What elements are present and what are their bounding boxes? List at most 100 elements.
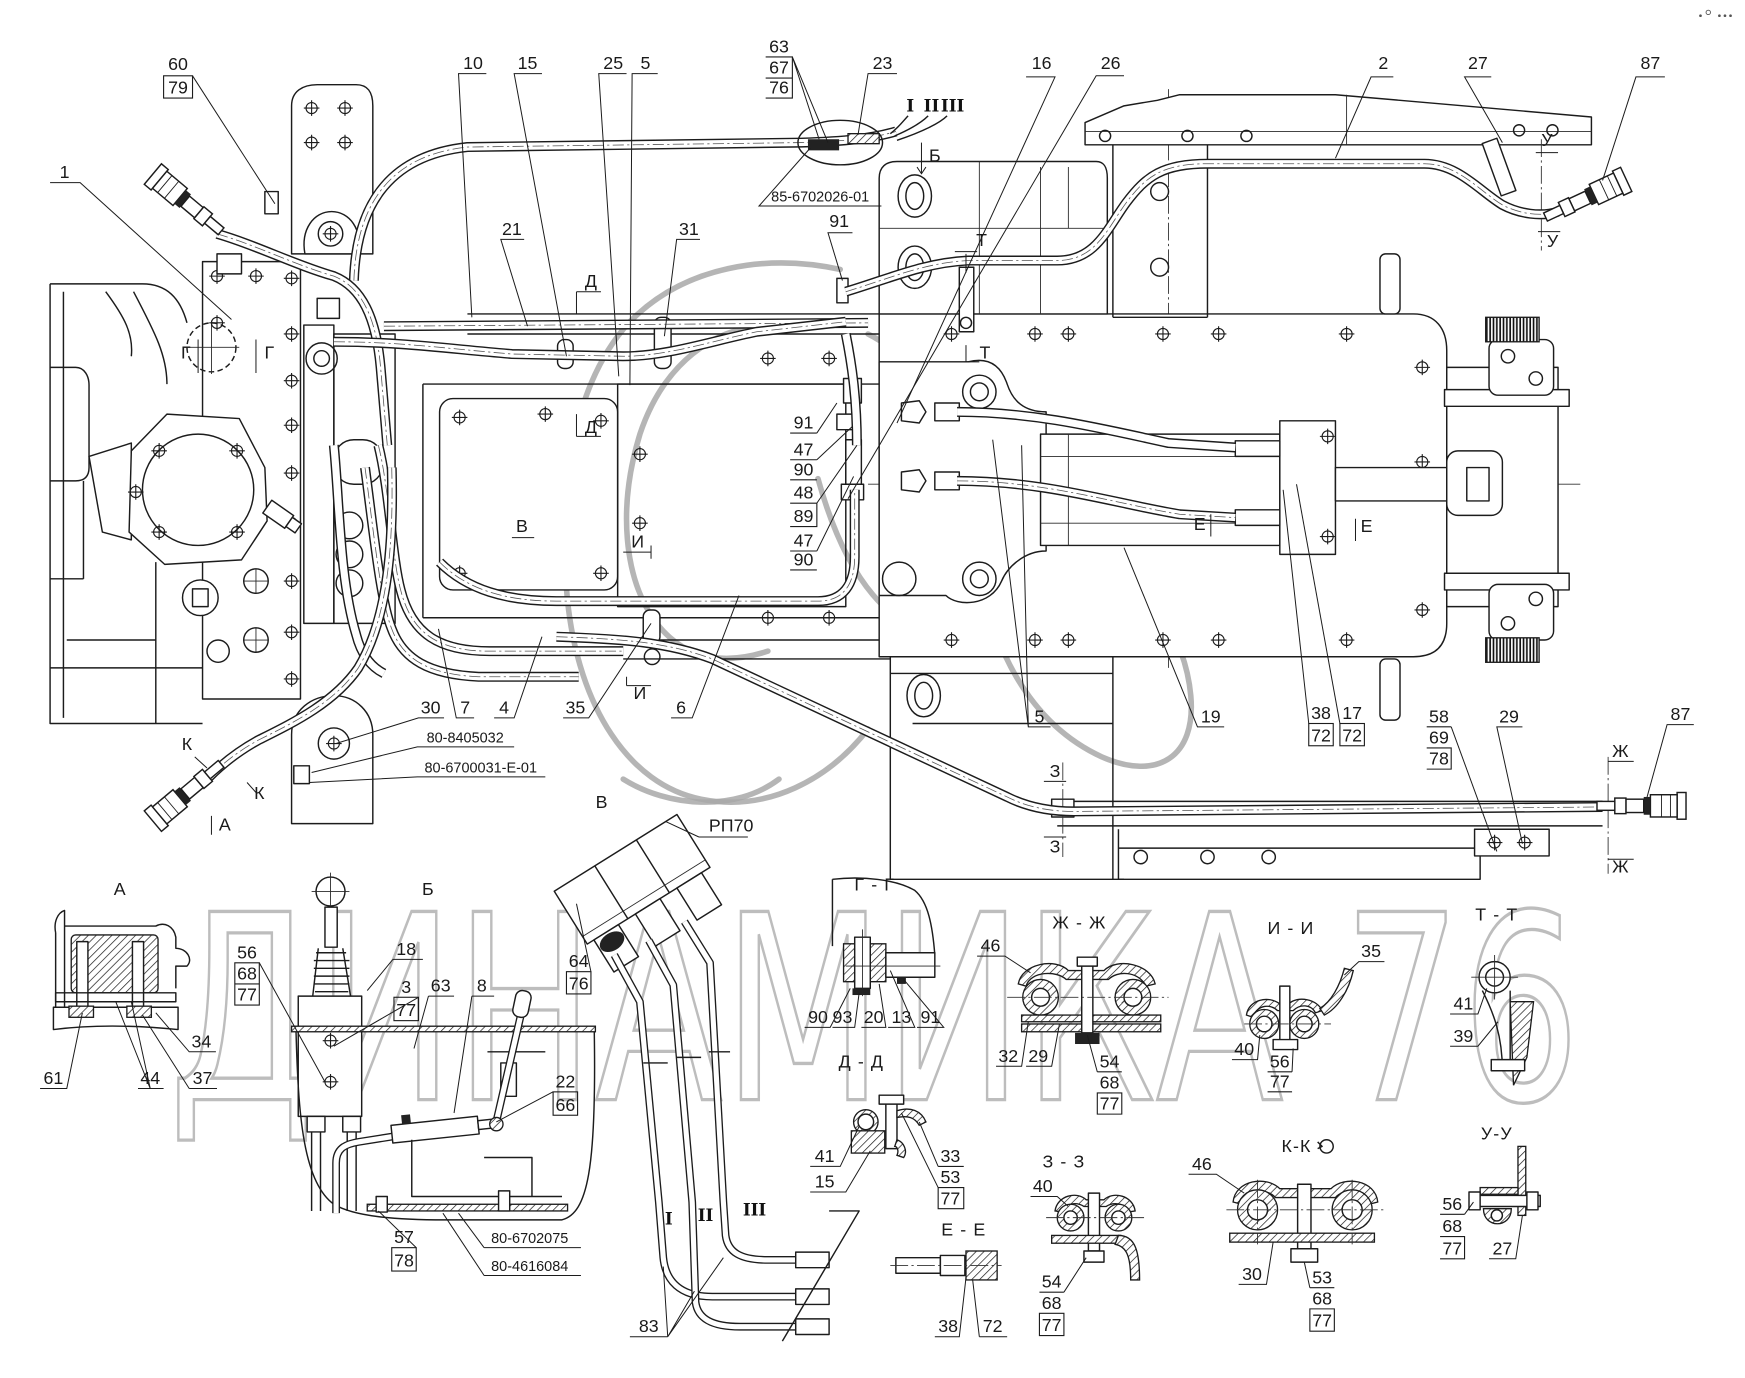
section-mark: У	[1547, 231, 1559, 251]
leader-lines	[1231, 961, 1385, 1072]
section-mark: Г	[264, 342, 274, 362]
callout-number: 25	[603, 53, 623, 73]
line-marker: III	[941, 95, 965, 115]
artifact-dot	[1718, 14, 1721, 18]
callout-5-bottom: 5	[992, 439, 1051, 728]
pump-body	[303, 324, 335, 625]
callout-frame	[1440, 1213, 1466, 1260]
rail-hole	[1546, 124, 1559, 137]
hand-lever-inner	[492, 1014, 524, 1127]
callout-number: 8	[477, 976, 487, 996]
artifact-dot	[1723, 14, 1727, 18]
leader-line	[827, 232, 853, 281]
oil-plug	[181, 579, 219, 617]
frame-lines	[889, 656, 1125, 881]
callout-number: 68	[237, 963, 257, 983]
section-mark: Б	[929, 145, 941, 165]
section-i-i: И - И 35 40 56 77	[1231, 918, 1385, 1093]
leader-line	[309, 776, 546, 783]
callout-number: 40	[1033, 1176, 1053, 1196]
callout-number: 30	[421, 697, 441, 717]
callout-10: 10	[457, 53, 487, 318]
rail-hole	[1512, 124, 1526, 137]
d-ring-inner	[914, 681, 934, 710]
main-view	[49, 83, 1687, 881]
callout-number: 58	[1429, 706, 1449, 726]
callout-number: 16	[1032, 53, 1052, 73]
part-designation: 80-6702075	[491, 1231, 568, 1247]
callout-number: 76	[569, 973, 589, 993]
plate-hole	[1149, 181, 1170, 202]
control-cylinder-8	[390, 1114, 502, 1144]
callout-number: 20	[864, 1007, 884, 1027]
rotated-view-icon	[1317, 1138, 1334, 1154]
rubber-boot	[312, 948, 352, 997]
section-e-e: Е - Е 38 72	[890, 1219, 1008, 1338]
pump-nut	[305, 342, 338, 375]
callout-number: 78	[1429, 749, 1449, 769]
valve-section-lines	[594, 839, 671, 920]
pipe-bracket-27	[1481, 137, 1517, 197]
callout-frame	[937, 1165, 965, 1210]
callout-85-6702026-01: 85-6702026-01	[757, 147, 882, 207]
callout-number: 77	[1270, 1071, 1290, 1091]
callout-number: 72	[1311, 725, 1331, 745]
callout-4: 4	[494, 636, 543, 719]
callout-number: 77	[1442, 1238, 1462, 1258]
pipe-clamp-t	[958, 266, 975, 333]
hex-nut	[242, 627, 269, 653]
base-plate	[1051, 1234, 1122, 1244]
callout-5-top: 5	[629, 53, 658, 386]
callout-number: 91	[920, 1007, 940, 1027]
watermark-text: ДИНАМИКА 76	[169, 860, 1580, 1161]
callout-number: 72	[983, 1316, 1003, 1336]
line-marker: I	[906, 95, 914, 115]
pin	[489, 1116, 504, 1132]
callout-number: 37	[193, 1068, 213, 1088]
bolt-head	[1076, 956, 1099, 967]
leader-line	[1496, 726, 1523, 844]
leader-line	[437, 628, 475, 719]
cab-floor	[290, 1025, 597, 1033]
callout-number: 87	[1641, 53, 1661, 73]
spool-end	[676, 871, 723, 921]
callout-frame	[1339, 722, 1365, 747]
base-plate	[1229, 1232, 1376, 1243]
callout-number: 77	[396, 1000, 416, 1020]
callout-number: 2	[1378, 53, 1388, 73]
callout-number: 18	[396, 939, 416, 959]
callout-60-79: 60 79	[163, 54, 276, 205]
pipe-bore	[857, 1113, 875, 1131]
pipe-fitting	[342, 1115, 362, 1133]
flange-fitting	[262, 499, 303, 534]
view-v: В РП70 64 76 83 I II III	[553, 792, 860, 1342]
view-title: Г - Г	[854, 874, 895, 894]
link-pivot	[961, 561, 997, 597]
callout-number: 48	[794, 483, 814, 503]
callout-number: 68	[1100, 1073, 1120, 1093]
pipe-breaks	[643, 1051, 731, 1064]
nut	[1075, 1032, 1100, 1045]
leader-lines	[810, 1112, 939, 1193]
section-mark: Г	[181, 342, 191, 362]
rail-hole	[1098, 129, 1112, 143]
callout-number: 77	[1312, 1311, 1332, 1331]
housing-outline	[49, 283, 203, 725]
callout-2: 2	[1335, 53, 1394, 159]
line-marker: II	[924, 95, 940, 115]
callout-number: 83	[639, 1316, 659, 1336]
bolt	[1279, 985, 1291, 1045]
callout-number: 40	[1234, 1039, 1254, 1059]
callout-stack-91-47-90-48-89-47-90: 91 47 90 48 89 47 90	[790, 402, 858, 571]
callout-number: 93	[833, 1007, 853, 1027]
section-k-k: К-К 46 30 53 68 77	[1188, 1136, 1385, 1332]
clevis	[1446, 450, 1504, 517]
callout-number: 32	[998, 1046, 1018, 1066]
callout-number: 89	[794, 506, 814, 526]
callout-number: 79	[168, 78, 188, 98]
quick-coupler-left-bottom	[143, 752, 231, 833]
callout-87-top: 87	[1602, 53, 1665, 181]
callout-frame	[393, 996, 420, 1022]
rail-hole	[1181, 129, 1194, 143]
clamp-block	[807, 139, 840, 151]
